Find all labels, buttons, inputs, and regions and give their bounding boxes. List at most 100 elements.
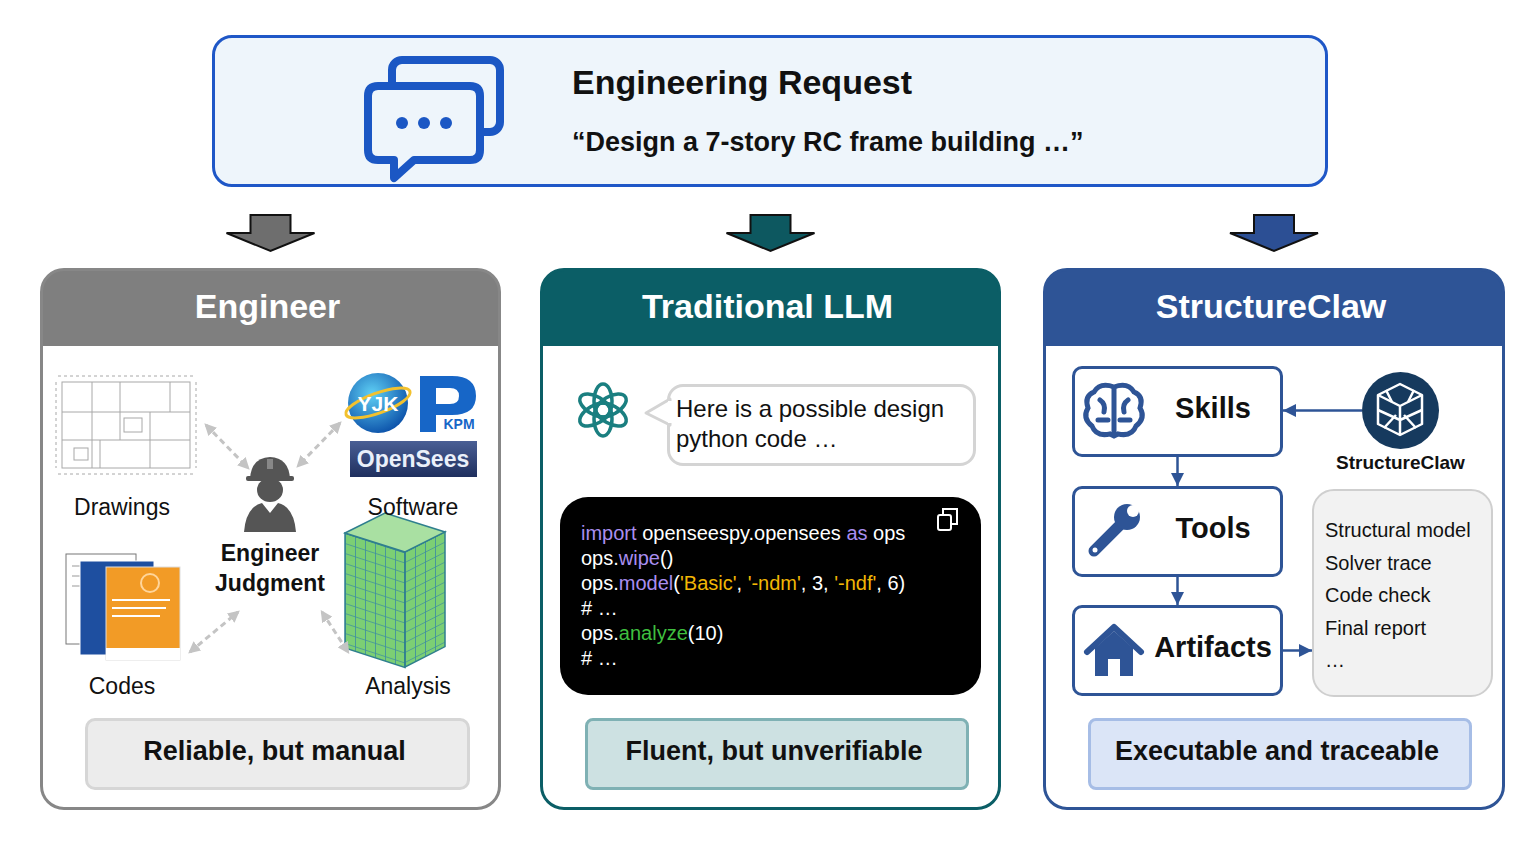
artifact-item: …: [1325, 648, 1490, 672]
llm-logo: [576, 384, 630, 436]
item-label: Drawings: [37, 493, 207, 521]
panel-title: Traditional LLM: [540, 268, 995, 344]
engineer-panel: EngineerReliable, but manual: [40, 268, 501, 810]
step-box: Artifacts: [1072, 605, 1283, 696]
code-token: ops: [873, 522, 905, 544]
code-token: 10: [694, 622, 716, 644]
panel-title: Engineer: [40, 268, 495, 344]
artifact-list: Structural modelSolver traceCode checkFi…: [1312, 489, 1493, 697]
flow-arrow: [1176, 457, 1179, 486]
code-token: 'Basic': [680, 572, 737, 594]
house-icon: [1087, 627, 1141, 676]
bubble-text: Here is a possible design python code …: [676, 394, 972, 454]
code-token: ops: [581, 572, 613, 594]
logo-text: YJK: [348, 391, 408, 417]
panel-title: StructureClaw: [1043, 268, 1499, 344]
summary-pill: Fluent, but unverifiable: [585, 718, 969, 790]
code-token: '-ndm': [748, 572, 801, 594]
code-token: …: [598, 597, 618, 619]
summary-text: Reliable, but manual: [85, 718, 464, 784]
bubble-tail: [646, 399, 670, 425]
artifact-item: Solver trace: [1325, 551, 1490, 575]
code-token: .: [749, 522, 755, 544]
code-token: #: [581, 597, 592, 619]
code-token: (: [660, 547, 667, 569]
wrench-icon: [1093, 504, 1141, 553]
code-token: [592, 597, 598, 619]
summary-text: Fluent, but unverifiable: [585, 718, 963, 784]
code-token: ,: [737, 572, 743, 594]
brain-icon: [1086, 385, 1143, 436]
code-token: …: [598, 647, 618, 669]
code-token: model: [619, 572, 673, 594]
code-token: ops: [581, 622, 613, 644]
floor-plan-drawing: [56, 376, 196, 474]
code-token: ,: [823, 572, 829, 594]
code-token: ): [667, 547, 674, 569]
block-arrow: [727, 215, 815, 251]
code-token: .: [613, 572, 619, 594]
code-token: import: [581, 522, 637, 544]
code-token: ): [899, 572, 906, 594]
code-token: ,: [876, 572, 882, 594]
code-token: [868, 522, 874, 544]
code-token: [806, 572, 812, 594]
code-token: 6: [887, 572, 898, 594]
step-box: Skills: [1072, 366, 1283, 457]
request-text: “Design a 7-story RC frame building …”: [572, 124, 1312, 160]
code-token: wipe: [619, 547, 660, 569]
request-title: Engineering Request: [572, 62, 1292, 102]
judgment-label: Engineer Judgment: [195, 538, 345, 598]
copy-icon: [938, 509, 957, 530]
summary-text: Executable and traceable: [1088, 718, 1466, 784]
artifact-item: Structural model: [1325, 518, 1490, 542]
code-line: ops.model('Basic', '-ndm', 3, '-ndf', 6): [581, 571, 971, 596]
artifact-item: Code check: [1325, 583, 1490, 607]
flow-arrow: [1176, 577, 1179, 605]
code-token: (: [688, 622, 695, 644]
building-model: [345, 513, 445, 667]
code-token: [882, 572, 888, 594]
code-token: [742, 572, 748, 594]
code-token: [637, 522, 643, 544]
step-label: Skills: [1152, 366, 1274, 451]
code-token: as: [846, 522, 867, 544]
speech-bubble: Here is a possible design python code …: [667, 384, 976, 466]
code-token: ops: [581, 547, 613, 569]
code-token: '-ndf': [834, 572, 876, 594]
summary-pill: Executable and traceable: [1088, 718, 1472, 790]
chat-icon: [368, 60, 500, 178]
code-block: import openseespy.opensees as opsops.wip…: [560, 497, 981, 695]
code-token: [592, 647, 598, 669]
step-label: Tools: [1152, 486, 1274, 571]
structureclaw-logo-art: [1378, 384, 1422, 435]
artifact-item: Final report: [1325, 616, 1490, 640]
relation-arrows: [190, 423, 348, 652]
code-token: openseespy: [642, 522, 748, 544]
flow-arrow: [1283, 649, 1312, 652]
structureclaw-panel: StructureClawSkillsStructureClawToolsArt…: [1043, 268, 1505, 810]
item-label: Software: [328, 493, 498, 521]
code-token: ,: [801, 572, 807, 594]
code-token: 3: [812, 572, 823, 594]
code-token: #: [581, 647, 592, 669]
opensees-logo: [350, 441, 477, 477]
item-label: Codes: [37, 672, 207, 700]
code-token: [841, 522, 847, 544]
summary-pill: Reliable, but manual: [85, 718, 470, 790]
code-token: opensees: [754, 522, 841, 544]
code-token: (: [673, 572, 680, 594]
engineer-icon: [244, 457, 296, 532]
code-line: import openseespy.opensees as ops: [581, 521, 971, 546]
code-line: ops.analyze(10): [581, 621, 971, 646]
step-label: Artifacts: [1152, 605, 1274, 690]
logo-text: KPM: [439, 416, 479, 432]
logo-circle: StructureClaw: [1362, 372, 1439, 449]
code-line: # …: [581, 596, 971, 621]
code-token: .: [613, 622, 619, 644]
code-line: ops.wipe(): [581, 546, 971, 571]
